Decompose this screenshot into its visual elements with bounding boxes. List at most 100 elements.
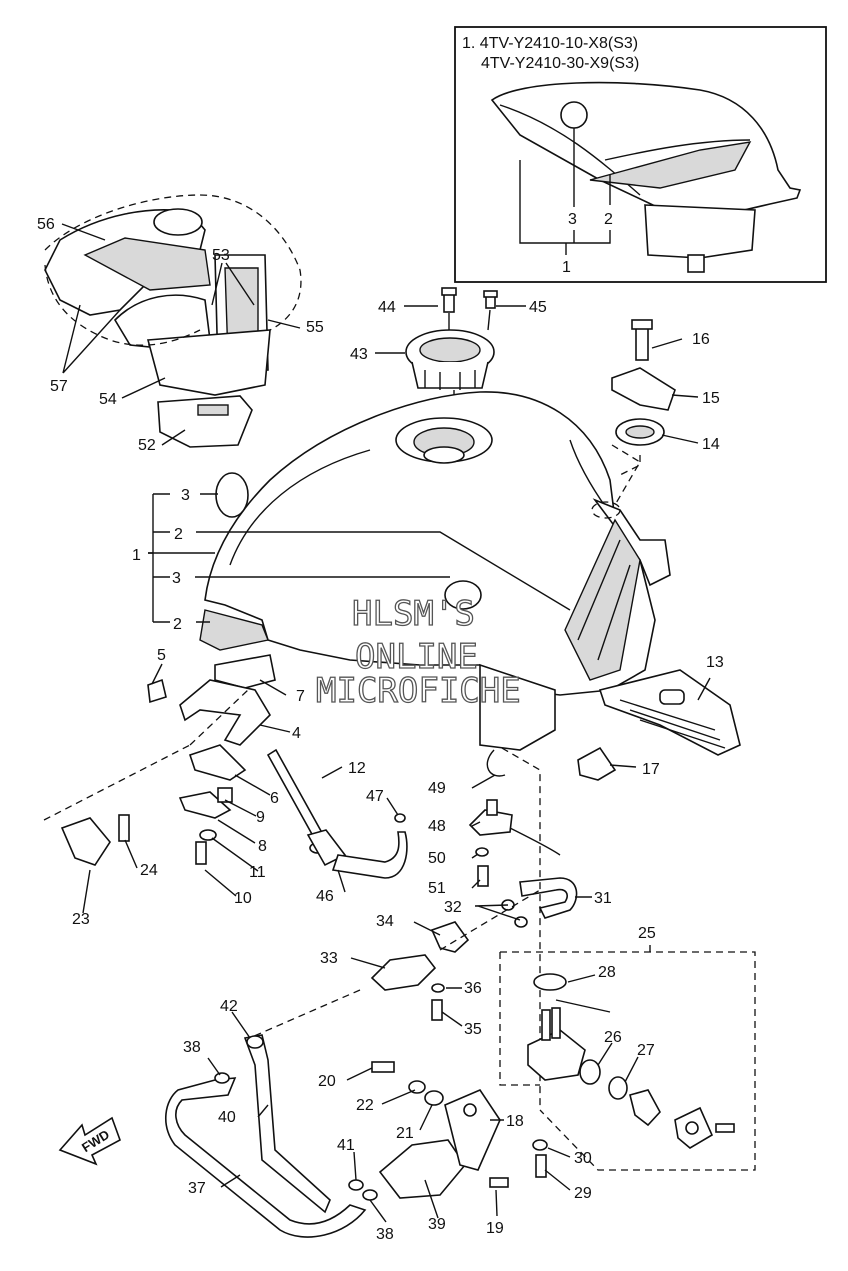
callout-21: 21 [396, 1125, 414, 1142]
cover-base-54 [146, 329, 271, 396]
washer-36 [431, 983, 445, 993]
inset-part-number-2: 4TV-Y2410-30-X9(S3) [481, 55, 639, 72]
inset-part-number-1: 1. 4TV-Y2410-10-X8(S3) [462, 35, 638, 52]
bracket-4 [179, 679, 272, 746]
part-callouts: 1 2 2 3 3 4 5 6 7 8 9 10 11 12 13 14 15 … [37, 216, 724, 1243]
callout-56: 56 [37, 216, 55, 233]
cap-bolt-45-head [483, 290, 498, 298]
bolt-16 [635, 324, 649, 361]
bracket-18 [444, 1089, 501, 1171]
cap-center [419, 337, 481, 363]
tank-side-stripe [564, 518, 641, 681]
rear-leader-lines [609, 338, 711, 768]
callout-3-lower: 3 [172, 570, 181, 587]
callout-13: 13 [706, 654, 724, 671]
callout-16: 16 [692, 331, 710, 348]
callout-36: 36 [464, 980, 482, 997]
watermark-line-1: HLSM'S [352, 594, 475, 634]
callout-26: 26 [604, 1029, 622, 1046]
callout-38-upper: 38 [183, 1039, 201, 1056]
fuel-hose-assembly [164, 747, 592, 1238]
callout-11: 11 [249, 864, 266, 881]
inset-callout-1: 1 [562, 259, 571, 276]
fuel-cock-assembly [499, 945, 756, 1191]
variant-inset: 1. 4TV-Y2410-10-X8(S3) 4TV-Y2410-30-X9(S… [454, 26, 827, 283]
oring-26 [579, 1059, 601, 1085]
bracket-23 [60, 817, 111, 866]
inset-tank-outlet [687, 254, 705, 273]
callout-2-lower: 2 [173, 616, 182, 633]
fuel-cock-screw [715, 1123, 735, 1133]
callout-34: 34 [376, 913, 394, 930]
callout-33: 33 [320, 950, 338, 967]
washer-11 [199, 829, 217, 841]
callout-27: 27 [637, 1042, 655, 1059]
collar-22 [408, 1080, 426, 1094]
callout-54: 54 [99, 391, 117, 408]
callout-55: 55 [306, 319, 324, 336]
callout-25: 25 [638, 925, 656, 942]
callout-1: 1 [132, 547, 141, 564]
callout-17: 17 [642, 761, 660, 778]
bolt-19 [489, 1177, 509, 1188]
front-dashed-link [43, 689, 249, 821]
callout-5: 5 [157, 647, 166, 664]
bolt-51 [477, 865, 489, 887]
watermark-line-2: ONLINE [355, 637, 478, 677]
tank-rear-mount-parts [577, 319, 741, 781]
callout-29: 29 [574, 1185, 592, 1202]
callout-9: 9 [256, 809, 265, 826]
cap-base [411, 361, 489, 389]
clip-41 [348, 1179, 364, 1191]
inset-tank-pump-housing [644, 204, 756, 259]
cover-outline-dashed [44, 194, 302, 331]
callout-7: 7 [296, 688, 305, 705]
callout-42: 42 [220, 998, 238, 1015]
plate-6 [188, 744, 247, 781]
callout-51: 51 [428, 880, 446, 897]
tank-damper-seat-dashed [591, 501, 621, 519]
callout-31: 31 [594, 890, 612, 907]
callout-15: 15 [702, 390, 720, 407]
callout-4: 4 [292, 725, 301, 742]
tank-emblem-3-front [215, 472, 249, 518]
bolt-20 [371, 1061, 395, 1073]
hose-46-end [306, 829, 347, 867]
fuel-cock-pipe-a [541, 1009, 551, 1041]
callout-44: 44 [378, 299, 396, 316]
inset-emblem-circle [560, 101, 588, 129]
washer-50 [475, 847, 489, 857]
callout-37: 37 [188, 1180, 206, 1197]
bolt-35 [431, 999, 443, 1021]
callout-2-upper: 2 [174, 526, 183, 543]
inset-tank-stripe-line [604, 139, 751, 161]
fwd-arrow-icon [58, 1116, 121, 1166]
callout-35: 35 [464, 1021, 482, 1038]
tank-emblem-3-side [444, 580, 482, 610]
hose-46 [331, 831, 408, 879]
callout-8: 8 [258, 838, 267, 855]
callout-52: 52 [138, 437, 156, 454]
cover-bracket-slot [197, 404, 229, 416]
clip-38b [362, 1189, 378, 1201]
drain-line [509, 827, 561, 856]
tank-front-mount-parts [43, 654, 343, 914]
bolt-10 [195, 841, 207, 865]
callout-23: 23 [72, 911, 90, 928]
tank-callout-bracket [148, 493, 170, 623]
tank-stripe-lines [577, 539, 631, 661]
tank-filler-neck-bottom [423, 446, 465, 464]
callout-53: 53 [212, 247, 230, 264]
cover-13-slot [659, 689, 685, 705]
tank-damper-dashed [611, 444, 641, 506]
watermark: HLSM'S ONLINE MICROFICHE [315, 593, 521, 711]
inset-callout-3: 3 [568, 211, 577, 228]
hose-37 [164, 1077, 367, 1238]
cover-cap-opening [153, 208, 203, 236]
collar-9 [217, 787, 233, 803]
bolt-16-head [631, 319, 653, 330]
callout-41: 41 [337, 1137, 355, 1154]
hose-40 [243, 1034, 331, 1214]
cover-bracket-52 [157, 395, 253, 448]
watermark-line-3: MICROFICHE [316, 671, 521, 711]
